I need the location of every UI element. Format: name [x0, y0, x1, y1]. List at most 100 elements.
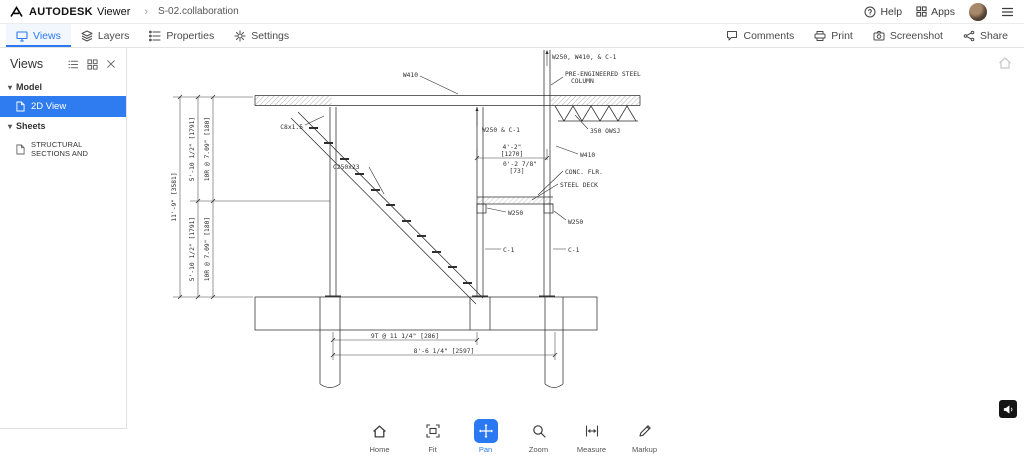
avatar[interactable] — [969, 2, 987, 21]
help-label: Help — [880, 5, 903, 18]
drawing-dim-landing: 4'-2" — [503, 144, 522, 151]
print-label: Print — [831, 29, 853, 42]
markup-button[interactable]: Markup — [626, 419, 663, 454]
view-item-2d-label: 2D View — [31, 101, 67, 112]
canvas-home-icon[interactable] — [998, 56, 1012, 75]
drawing-label-w250-left: W250 — [508, 210, 523, 217]
drawing-label-conc-flr: CONC. FLR. — [565, 169, 603, 176]
layers-icon — [81, 30, 93, 41]
product-name: Viewer — [96, 5, 131, 18]
drawing-dim-treads: 9T @ 11 1/4" [286] — [371, 333, 439, 340]
home-label: Home — [369, 445, 390, 454]
feedback-button[interactable] — [999, 400, 1017, 418]
share-button[interactable]: Share — [953, 24, 1018, 47]
tab-settings[interactable]: Settings — [224, 24, 299, 47]
pan-icon — [473, 419, 498, 443]
camera-icon — [873, 30, 885, 40]
comments-label: Comments — [743, 29, 795, 42]
drawing-annotations: W250, W410, & C-1 PRE-ENGINEERED STEEL C… — [171, 54, 641, 355]
share-icon — [963, 30, 975, 41]
brand-name: AUTODESK — [29, 5, 93, 18]
tool-ribbon: Views Layers Properties Settings — [0, 24, 1024, 48]
drawing-label-w250-right: W250 — [568, 219, 583, 226]
pan-button[interactable]: Pan — [467, 419, 504, 454]
pan-label: Pan — [478, 445, 493, 454]
tab-layers[interactable]: Layers — [71, 24, 140, 47]
drawing-dim-offset: 0'-2 7/8" — [503, 161, 537, 168]
fit-label: Fit — [428, 445, 437, 454]
model-section-toggle[interactable]: ▾ Model — [0, 78, 126, 96]
help-button[interactable]: Help — [864, 6, 902, 18]
apps-label: Apps — [931, 5, 955, 18]
comments-icon — [727, 30, 738, 40]
navigation-dock: Home Fit Pan — [361, 419, 663, 454]
dimension-ticks — [177, 94, 558, 358]
tab-properties[interactable]: Properties — [139, 24, 224, 47]
print-icon — [814, 30, 826, 41]
leader-arrowheads — [475, 50, 549, 111]
drawing-label-w410-top: W410 — [403, 72, 418, 79]
close-panel-icon[interactable] — [106, 59, 116, 69]
drawing-label-c250: C250x23 — [333, 164, 360, 171]
measure-button[interactable]: Measure — [573, 419, 610, 454]
grid-view-icon[interactable] — [87, 58, 98, 70]
drawing-label-c8: C8x1.5 — [280, 124, 303, 131]
fit-icon — [425, 419, 440, 443]
sheets-section-label: Sheets — [16, 121, 46, 131]
document-icon — [16, 101, 25, 112]
drawing-canvas[interactable]: W250, W410, & C-1 PRE-ENGINEERED STEEL C… — [0, 48, 1024, 457]
megaphone-icon — [1003, 404, 1012, 414]
home-button[interactable]: Home — [361, 419, 398, 454]
tab-views[interactable]: Views — [6, 24, 71, 47]
zoom-button[interactable]: Zoom — [520, 419, 557, 454]
share-label: Share — [979, 29, 1008, 42]
drawing-label-owsj: 350 OWSJ — [590, 128, 620, 135]
markup-label: Markup — [631, 445, 657, 454]
sheet-item-structural-sections[interactable]: STRUCTURAL SECTIONS AND — [0, 135, 126, 163]
views-icon — [16, 30, 28, 42]
drawing-dim-offset-mm: [73] — [509, 168, 524, 175]
tab-properties-label: Properties — [166, 29, 215, 42]
breadcrumb[interactable]: S-02.collaboration — [158, 6, 239, 17]
autodesk-logo-icon[interactable] — [10, 5, 23, 18]
views-panel: Views ▾ Model 2D View — [0, 48, 127, 429]
structure-lines — [254, 50, 641, 388]
comments-button[interactable]: Comments — [716, 24, 804, 47]
drawing-label-top-members: W250, W410, & C-1 — [552, 54, 617, 61]
zoom-label: Zoom — [528, 445, 549, 454]
leader-lines — [304, 53, 589, 250]
home-icon — [372, 419, 387, 443]
list-view-icon[interactable] — [68, 59, 79, 70]
help-icon — [864, 6, 876, 17]
drawing-dim-total-width: 8'-6 1/4" [2597] — [414, 348, 475, 355]
measure-label: Measure — [576, 445, 607, 454]
drawing-dim-landing-mm: [1270] — [501, 151, 524, 158]
sheets-section-toggle[interactable]: ▾ Sheets — [0, 117, 126, 135]
document-icon — [16, 144, 25, 155]
views-panel-header: Views — [0, 48, 126, 78]
breadcrumb-chevron-icon: › — [144, 5, 149, 18]
drawing-label-w250-c1: W250 & C-1 — [482, 127, 520, 134]
apps-button[interactable]: Apps — [916, 6, 955, 18]
caret-down-icon: ▾ — [8, 121, 13, 131]
caret-down-icon: ▾ — [8, 82, 13, 92]
tab-layers-label: Layers — [97, 29, 130, 42]
drawing-label-pre-eng-2: COLUMN — [571, 78, 594, 85]
properties-icon — [149, 30, 161, 41]
zoom-icon — [532, 419, 546, 443]
views-panel-title: Views — [10, 57, 44, 71]
print-button[interactable]: Print — [804, 24, 863, 47]
screenshot-button[interactable]: Screenshot — [863, 24, 953, 47]
menu-icon[interactable] — [1001, 6, 1014, 18]
tab-views-label: Views — [33, 29, 61, 42]
drawing-label-w410-right: W410 — [580, 152, 595, 159]
dimension-lines — [173, 96, 556, 360]
drawing-label-c1-right: C-1 — [568, 247, 580, 254]
fit-button[interactable]: Fit — [414, 419, 451, 454]
view-item-2d[interactable]: 2D View — [0, 96, 126, 117]
drawing-dim-total-height: 11'-9" [3581] — [171, 172, 178, 221]
model-section-label: Model — [16, 82, 43, 92]
viewer-canvas-area: W250, W410, & C-1 PRE-ENGINEERED STEEL C… — [0, 48, 1024, 457]
settings-gear-icon — [234, 30, 246, 41]
